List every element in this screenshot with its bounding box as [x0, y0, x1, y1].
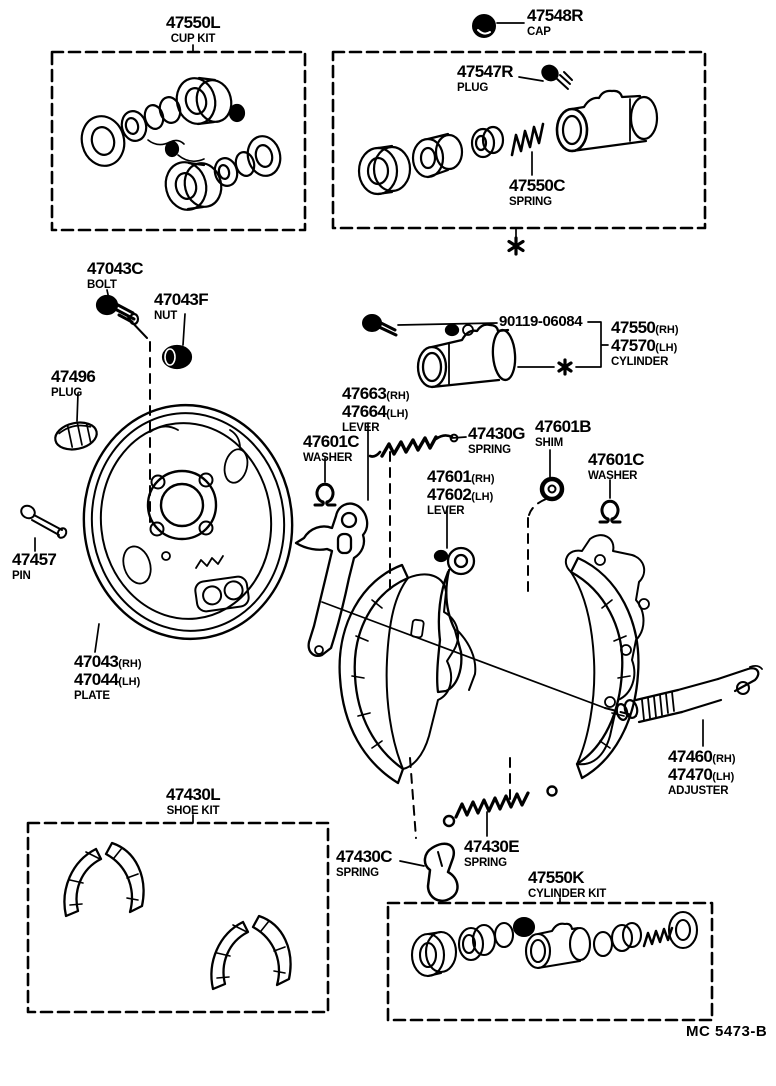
label-cap: 47548R CAP — [527, 6, 584, 38]
cap-icon — [472, 14, 496, 38]
spring-coil — [510, 122, 545, 157]
cylinder-kit-box — [386, 901, 714, 1022]
asterisk-mark — [507, 236, 573, 376]
label-cup-kit: 47550L CUP KIT — [165, 13, 221, 45]
shoe-kit-drawing — [63, 841, 292, 991]
label-washer-left: 47601C WASHER — [303, 432, 360, 464]
spring-g-icon — [368, 433, 459, 458]
cylinder-kit-drawing — [410, 910, 699, 978]
label-spring-e: 47430E SPRING — [464, 837, 520, 869]
plug-icon-left — [54, 421, 98, 451]
leader-lines — [34, 22, 704, 904]
label-bolt: 47043C BOLT — [87, 259, 144, 291]
plug-icon-top — [541, 64, 573, 90]
pin-icon — [20, 504, 68, 539]
label-lever-park: 47663(RH) 47664(LH) LEVER — [342, 384, 410, 434]
shim-icon — [539, 476, 565, 502]
bolt-icon — [95, 294, 140, 326]
label-adjuster: 47460(RH) 47470(LH) ADJUSTER — [668, 747, 736, 797]
label-cylinder-kit: 47550K CYLINDER KIT — [528, 868, 607, 900]
cylinder-exploded-drawing — [357, 64, 659, 196]
washer-right-icon — [598, 499, 622, 524]
label-shoe-kit: 47430L SHOE KIT — [165, 785, 221, 817]
nut-icon — [161, 344, 193, 370]
bolt-90119-icon — [362, 314, 398, 337]
label-pin: 47457 PIN — [12, 550, 57, 582]
spring-clip-icon — [423, 842, 459, 903]
washer-left-icon — [313, 482, 337, 507]
label-spring-top: 47550C SPRING — [509, 176, 566, 208]
cylinder-top-box — [331, 50, 707, 230]
return-spring-icon — [442, 785, 558, 828]
label-nut: 47043F NUT — [154, 290, 209, 322]
brake-shoes-drawing — [338, 534, 650, 785]
label-washer-right: 47601C WASHER — [588, 450, 645, 482]
label-bolt-part: 90119-06084 — [499, 313, 583, 330]
parking-lever-drawing — [294, 502, 369, 657]
cup-kit-drawing — [80, 76, 282, 211]
label-shim: 47601B SHIM — [535, 417, 592, 449]
adjuster-drawing — [615, 664, 763, 724]
label-plate: 47043(RH) 47044(LH) PLATE — [74, 652, 142, 702]
label-plug-top: 47547R PLUG — [457, 62, 514, 94]
shoe-kit-box — [26, 821, 330, 1014]
shoe-lever-drawing — [433, 546, 477, 694]
backing-plate-drawing — [82, 403, 294, 641]
label-lever-shoe: 47601(RH) 47602(LH) LEVER — [427, 467, 495, 517]
label-spring-c2: 47430C SPRING — [336, 847, 393, 879]
page-code: MC 5473-B — [686, 1023, 768, 1040]
label-plug-left: 47496 PLUG — [51, 367, 96, 399]
cup-kit-box — [50, 50, 307, 232]
label-cylinder: 47550(RH) 47570(LH) CYLINDER — [611, 318, 679, 368]
label-spring-g: 47430G SPRING — [468, 424, 526, 456]
wheel-cylinder-drawing — [416, 323, 517, 389]
